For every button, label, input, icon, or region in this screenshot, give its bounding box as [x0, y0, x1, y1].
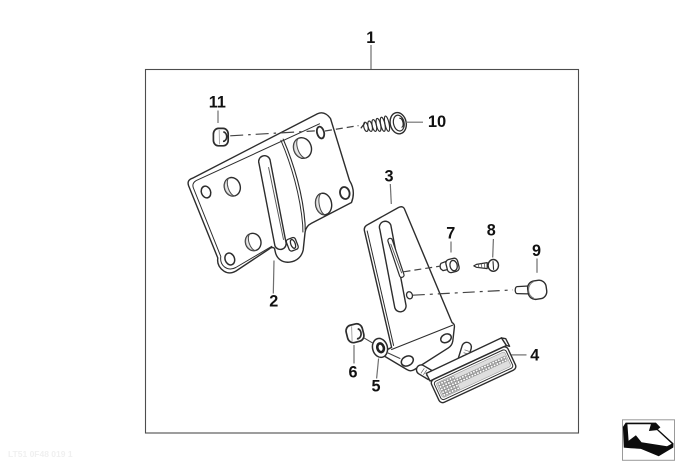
- svg-text:7: 7: [446, 225, 455, 243]
- svg-text:8: 8: [487, 222, 496, 240]
- svg-text:LT51 0F48 019 1: LT51 0F48 019 1: [8, 449, 73, 459]
- svg-text:3: 3: [384, 168, 393, 186]
- svg-text:11: 11: [209, 94, 226, 112]
- svg-text:1: 1: [366, 29, 375, 47]
- svg-text:5: 5: [371, 378, 380, 396]
- svg-text:9: 9: [532, 242, 541, 260]
- svg-text:2: 2: [269, 293, 278, 311]
- svg-text:6: 6: [348, 364, 357, 382]
- svg-text:10: 10: [428, 113, 446, 131]
- svg-text:4: 4: [530, 347, 539, 365]
